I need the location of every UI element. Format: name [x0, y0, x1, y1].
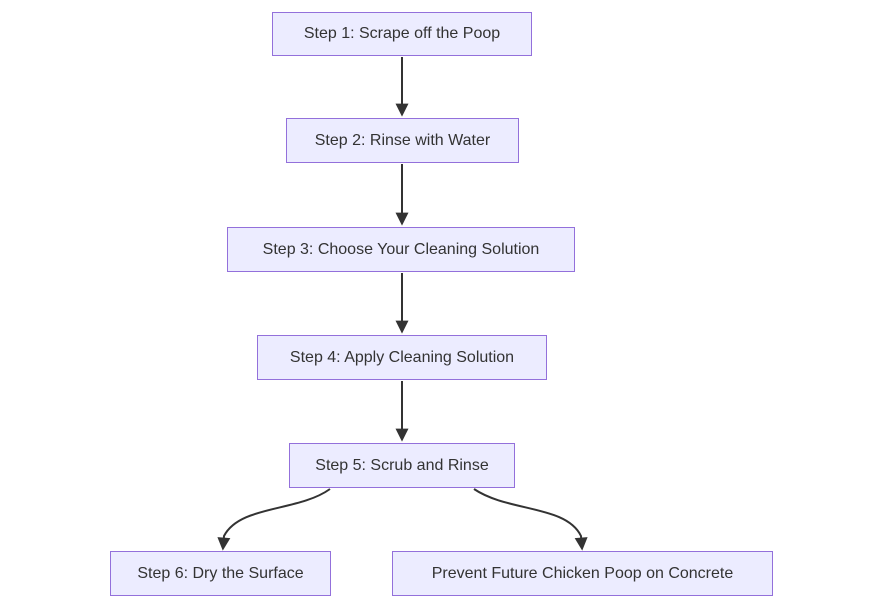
node-step4: Step 4: Apply Cleaning Solution	[257, 335, 547, 380]
node-step3: Step 3: Choose Your Cleaning Solution	[227, 227, 575, 272]
node-step2: Step 2: Rinse with Water	[286, 118, 519, 163]
node-step6-label: Step 6: Dry the Surface	[137, 564, 304, 582]
node-prevent-label: Prevent Future Chicken Poop on Concrete	[431, 564, 734, 582]
node-step1-label: Step 1: Scrape off the Poop	[303, 25, 501, 42]
edge-step5-prevent	[473, 488, 588, 551]
node-step6: Step 6: Dry the Surface	[110, 551, 331, 596]
node-step4-label: Step 4: Apply Cleaning Solution	[289, 348, 515, 366]
node-step3-label: Step 3: Choose Your Cleaning Solution	[262, 240, 540, 258]
node-prevent: Prevent Future Chicken Poop on Concrete	[392, 551, 773, 596]
edge-step5-step6	[217, 488, 331, 551]
node-step1: Step 1: Scrape off the Poop	[272, 12, 532, 56]
node-step2-label: Step 2: Rinse with Water	[314, 131, 491, 149]
node-step5-label: Step 5: Scrub and Rinse	[315, 456, 489, 474]
node-step5: Step 5: Scrub and Rinse	[289, 443, 515, 488]
